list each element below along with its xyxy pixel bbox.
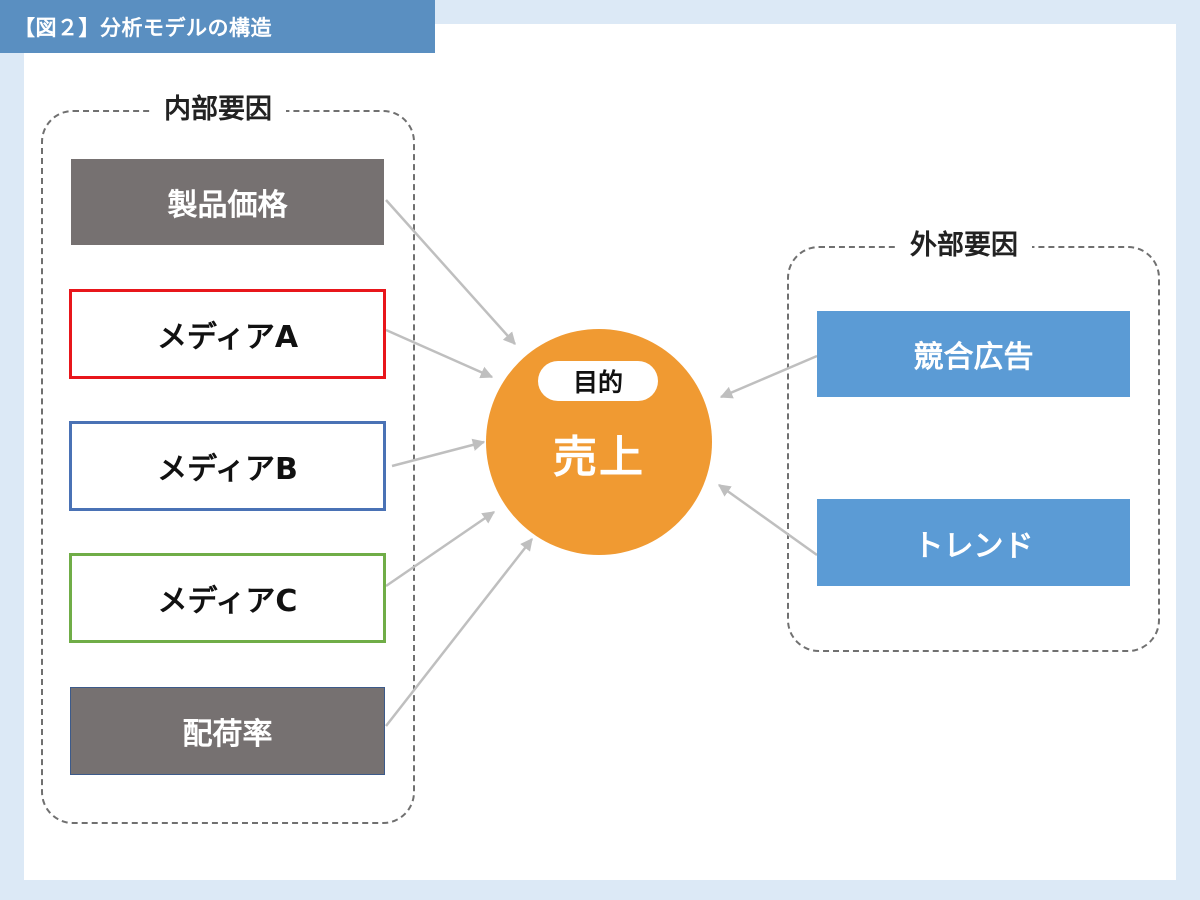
node-media-a: メディアA — [69, 289, 386, 379]
external-factors-group — [787, 246, 1160, 652]
target-tag: 目的 — [538, 361, 658, 401]
node-distribution-rate: 配荷率 — [70, 687, 385, 775]
node-media-b: メディアB — [69, 421, 386, 511]
target-circle: 目的 売上 — [486, 329, 712, 555]
external-factors-label: 外部要因 — [896, 229, 1032, 263]
node-product-price: 製品価格 — [71, 159, 384, 245]
figure-title: 【図２】分析モデルの構造 — [0, 0, 435, 53]
internal-factors-label: 内部要因 — [150, 93, 286, 127]
node-media-c: メディアC — [69, 553, 386, 643]
node-competitor-ads: 競合広告 — [817, 311, 1130, 397]
target-label: 売上 — [553, 432, 645, 483]
node-trend: トレンド — [817, 499, 1130, 586]
